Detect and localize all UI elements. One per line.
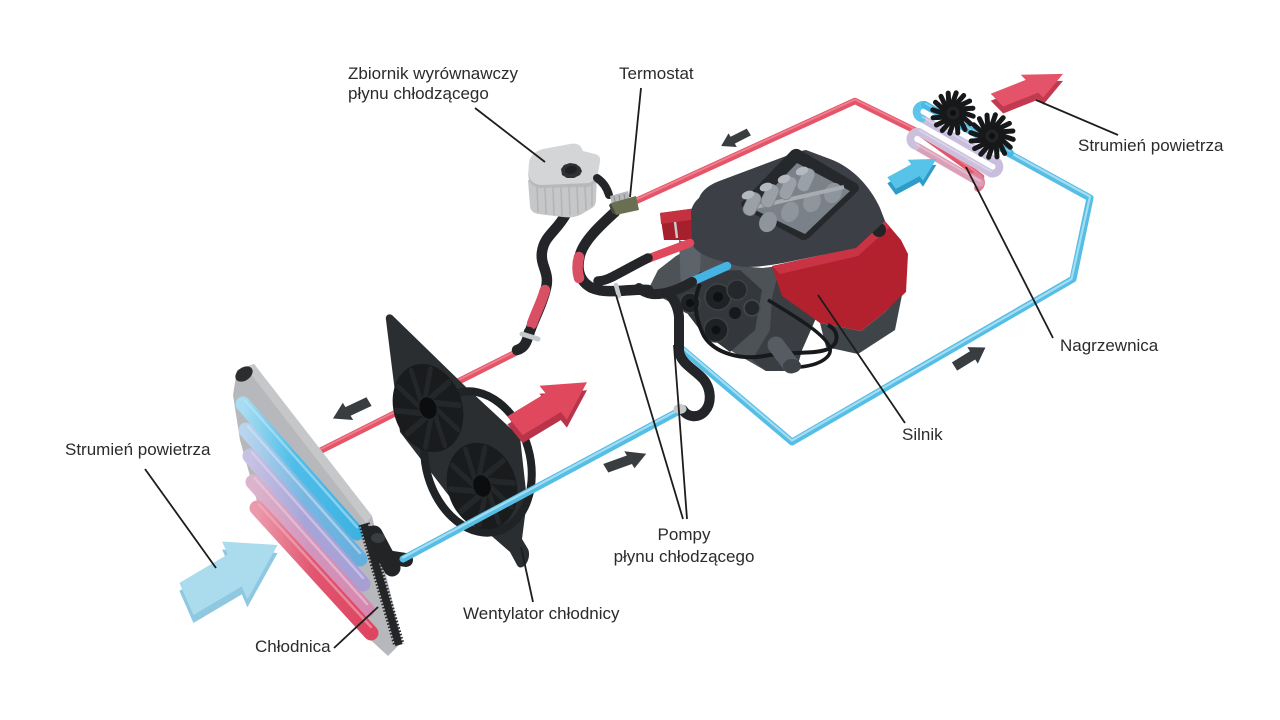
svg-text:Termostat: Termostat (619, 64, 694, 83)
svg-text:Zbiornik wyrównawczy: Zbiornik wyrównawczy (348, 64, 519, 83)
svg-text:Strumień powietrza: Strumień powietrza (1078, 136, 1224, 155)
svg-text:Silnik: Silnik (902, 425, 943, 444)
svg-text:Wentylator chłodnicy: Wentylator chłodnicy (463, 604, 620, 623)
svg-text:płynu chłodzącego: płynu chłodzącego (348, 84, 489, 103)
svg-text:płynu chłodzącego: płynu chłodzącego (614, 547, 755, 566)
svg-text:Pompy: Pompy (658, 525, 711, 544)
svg-text:Strumień powietrza: Strumień powietrza (65, 440, 211, 459)
svg-text:Chłodnica: Chłodnica (255, 637, 331, 656)
svg-text:Nagrzewnica: Nagrzewnica (1060, 336, 1159, 355)
